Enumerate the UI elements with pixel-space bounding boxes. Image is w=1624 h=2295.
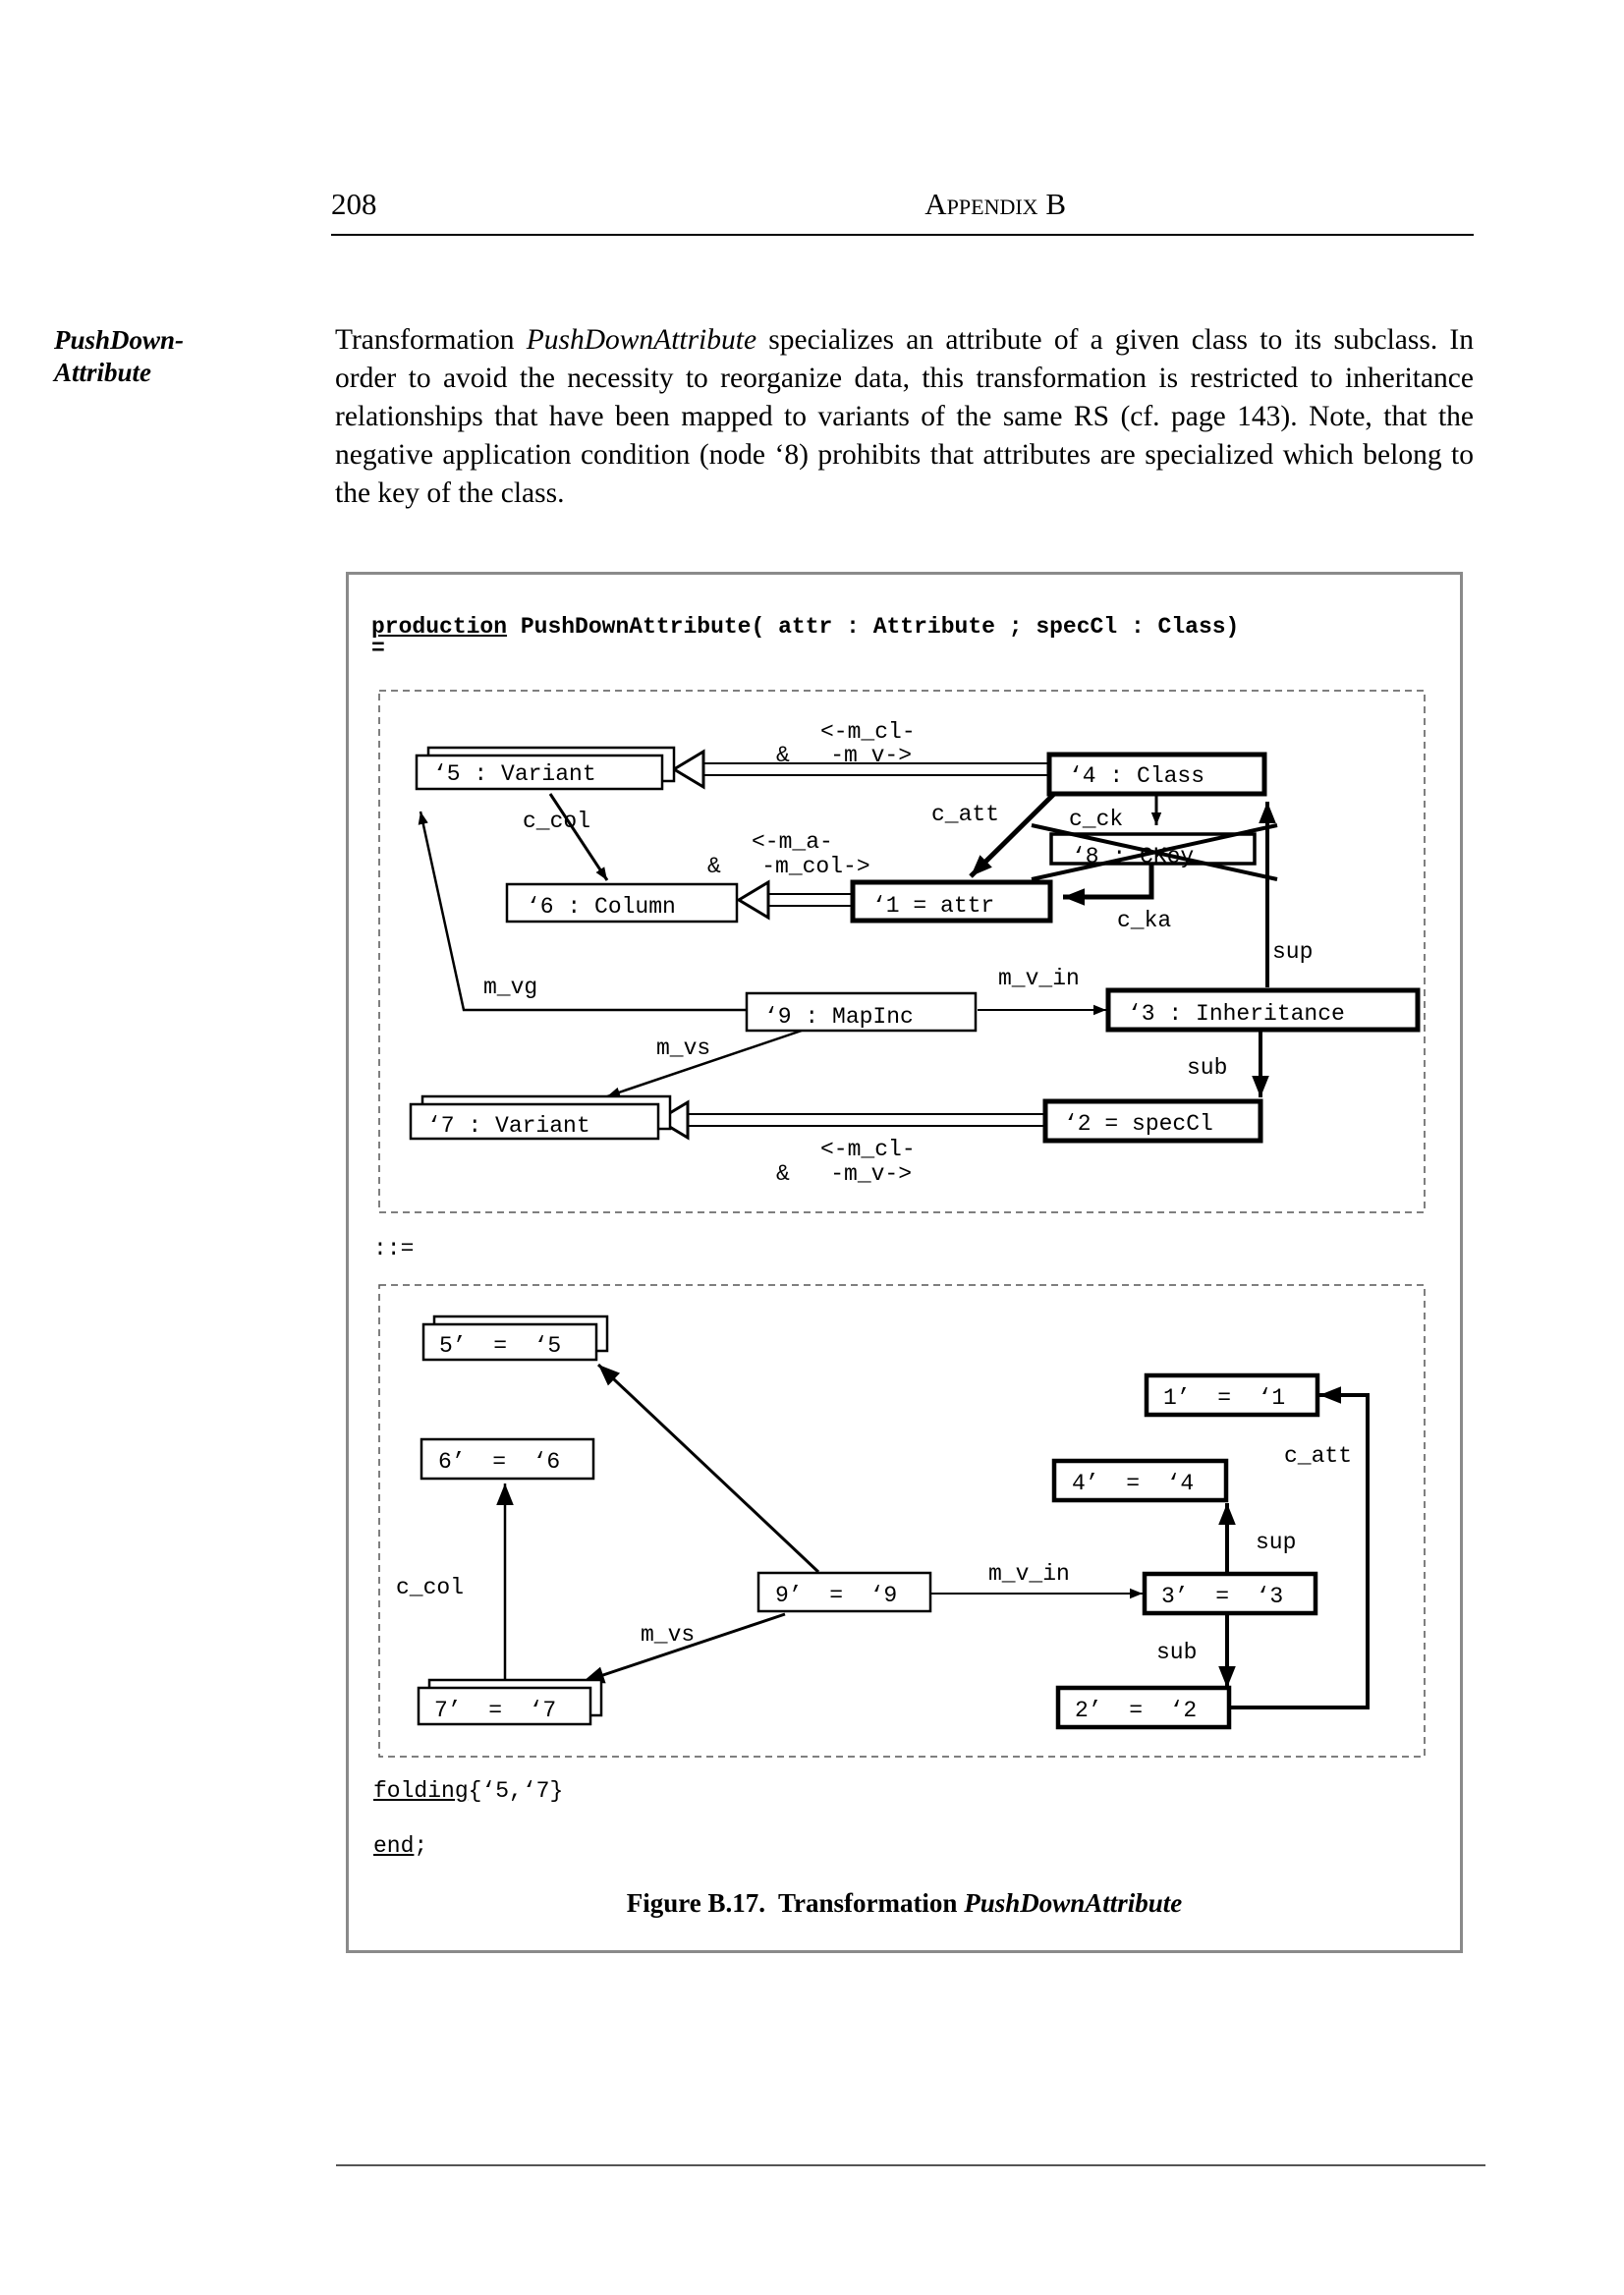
rhs-node-3-label: 3’ = ‘3 <box>1161 1584 1283 1609</box>
lhs-label-m-v-bottom: & -m_v-> <box>776 1161 912 1187</box>
rhs-label-sup: sup <box>1256 1530 1296 1555</box>
rhs-node-5-label: 5’ = ‘5 <box>439 1333 561 1359</box>
rhs-node-7-label: 7’ = ‘7 <box>434 1698 556 1723</box>
rhs-node-9-label: 9’ = ‘9 <box>775 1583 897 1608</box>
lhs-node-1-attr: ‘1 = attr <box>850 879 1053 924</box>
lhs-label-m-col: & -m_col-> <box>707 854 870 879</box>
lhs-node-2-label: ‘2 = specCl <box>1064 1111 1213 1137</box>
lhs-frame <box>378 690 1426 1213</box>
lhs-label-m-vs: m_vs <box>656 1036 710 1061</box>
lhs-node-8-ckey-negative: ‘8 : CKey <box>1031 823 1278 881</box>
nac-cross-line-2 <box>1031 823 1278 881</box>
lhs-node-6-label: ‘6 : Column <box>527 894 676 920</box>
edge-4-to-5-hollow <box>671 749 1049 790</box>
body-text-1: Transformation <box>335 324 527 356</box>
rhs-node-1: 1’ = ‘1 <box>1144 1372 1320 1418</box>
edge-1-to-6-hollow <box>736 879 853 921</box>
body-text-2: specializes an attribute of a given clas… <box>335 324 1474 509</box>
rhs-label-m-v-in: m_v_in <box>988 1561 1070 1587</box>
page-number: 208 <box>331 187 377 221</box>
header-rule <box>331 234 1474 236</box>
production-keyword: production <box>371 614 508 640</box>
lhs-node-7-variant: ‘7 : Variant <box>409 1094 672 1141</box>
edge-c-att <box>969 792 1056 878</box>
rhs-node-9: 9’ = ‘9 <box>756 1571 932 1613</box>
lhs-node-7-label: ‘7 : Variant <box>427 1113 590 1139</box>
rhs-label-m-vs: m_vs <box>641 1622 695 1648</box>
caption-prefix: Figure B.17. Transformation <box>626 1888 965 1918</box>
rhs-edge-c-att <box>1231 1386 1370 1709</box>
rhs-node-1-label: 1’ = ‘1 <box>1163 1385 1285 1411</box>
edge-2-to-7-hollow <box>655 1099 1045 1141</box>
edge-c-ka <box>1063 864 1154 906</box>
rhs-node-7: 7’ = ‘7 <box>417 1678 603 1726</box>
body-emphasis: PushDownAttribute <box>526 324 757 356</box>
rewrite-separator: ::= <box>373 1236 415 1261</box>
rhs-edge-9-to-5 <box>596 1363 820 1574</box>
lhs-label-m-v-top: & -m_v-> <box>776 743 912 768</box>
production-equals: = <box>371 636 385 661</box>
edge-c-col <box>548 793 609 881</box>
rhs-frame <box>378 1284 1426 1758</box>
footer-rule <box>336 2164 1485 2166</box>
lhs-node-4-label: ‘4 : Class <box>1069 763 1204 789</box>
lhs-node-3-label: ‘3 : Inheritance <box>1128 1001 1345 1027</box>
folding-args: {‘5,‘7} <box>468 1778 564 1804</box>
rhs-node-2: 2’ = ‘2 <box>1055 1685 1232 1730</box>
rhs-node-4-label: 4’ = ‘4 <box>1072 1471 1194 1496</box>
lhs-label-c-att: c_att <box>931 802 999 827</box>
edge-m-vg <box>418 811 747 1012</box>
lhs-node-1-label: ‘1 = attr <box>872 893 994 919</box>
rhs-node-6: 6’ = ‘6 <box>420 1437 595 1481</box>
end-statement: end; <box>373 1833 427 1859</box>
signature-text: PushDownAttribute( attr : Attribute ; sp… <box>520 614 1240 640</box>
lhs-node-3-inheritance: ‘3 : Inheritance <box>1105 987 1421 1033</box>
lhs-label-m-cl-bottom: <-m_cl- <box>820 1137 916 1162</box>
figure-frame <box>346 572 1463 1953</box>
lhs-node-2-speccl: ‘2 = specCl <box>1042 1098 1263 1144</box>
lhs-label-m-v-in: m_v_in <box>998 966 1080 991</box>
lhs-label-m-cl-top: <-m_cl- <box>820 719 916 745</box>
lhs-label-c-ka: c_ka <box>1117 908 1171 933</box>
rhs-label-sub: sub <box>1156 1640 1197 1665</box>
rhs-label-c-col: c_col <box>396 1575 464 1600</box>
margin-note-line-1: PushDown- <box>54 325 185 355</box>
rhs-node-3: 3’ = ‘3 <box>1142 1571 1318 1616</box>
rhs-node-2-label: 2’ = ‘2 <box>1075 1698 1197 1723</box>
lhs-node-9-mapinc: ‘9 : MapInc <box>745 991 978 1033</box>
figure-caption: Figure B.17. Transformation PushDownAttr… <box>346 1888 1463 1919</box>
lhs-label-sup: sup <box>1272 939 1313 965</box>
folding-keyword: folding <box>373 1778 469 1804</box>
lhs-label-sub: sub <box>1187 1055 1227 1081</box>
folding-statement: folding{‘5,‘7} <box>373 1778 563 1804</box>
production-signature: production PushDownAttribute( attr : Att… <box>371 614 1239 640</box>
rhs-node-5: 5’ = ‘5 <box>421 1315 609 1362</box>
lhs-node-6-column: ‘6 : Column <box>505 882 739 924</box>
body-paragraph: Transformation PushDownAttribute special… <box>335 321 1474 513</box>
lhs-node-9-label: ‘9 : MapInc <box>764 1004 914 1030</box>
running-head: Appendix B <box>924 187 1066 221</box>
rhs-edge-m-vs <box>582 1612 786 1684</box>
lhs-label-m-a: <-m_a- <box>752 829 833 855</box>
margin-note: PushDown- Attribute <box>54 324 251 389</box>
lhs-label-m-vg: m_vg <box>483 975 537 1000</box>
rhs-node-4: 4’ = ‘4 <box>1051 1458 1229 1503</box>
end-keyword: end <box>373 1833 415 1859</box>
caption-name: PushDownAttribute <box>964 1888 1183 1918</box>
edge-m-vs <box>606 1029 803 1098</box>
margin-note-line-2: Attribute <box>54 358 152 387</box>
rhs-label-c-att: c_att <box>1284 1443 1352 1469</box>
lhs-label-c-col: c_col <box>523 809 590 834</box>
rhs-node-6-label: 6’ = ‘6 <box>438 1449 560 1475</box>
lhs-node-4-class: ‘4 : Class <box>1046 752 1267 797</box>
lhs-node-5-variant: ‘5 : Variant <box>415 746 676 791</box>
lhs-label-c-ck: c_ck <box>1069 807 1123 832</box>
end-semicolon: ; <box>414 1833 428 1859</box>
lhs-node-5-label: ‘5 : Variant <box>433 761 596 787</box>
